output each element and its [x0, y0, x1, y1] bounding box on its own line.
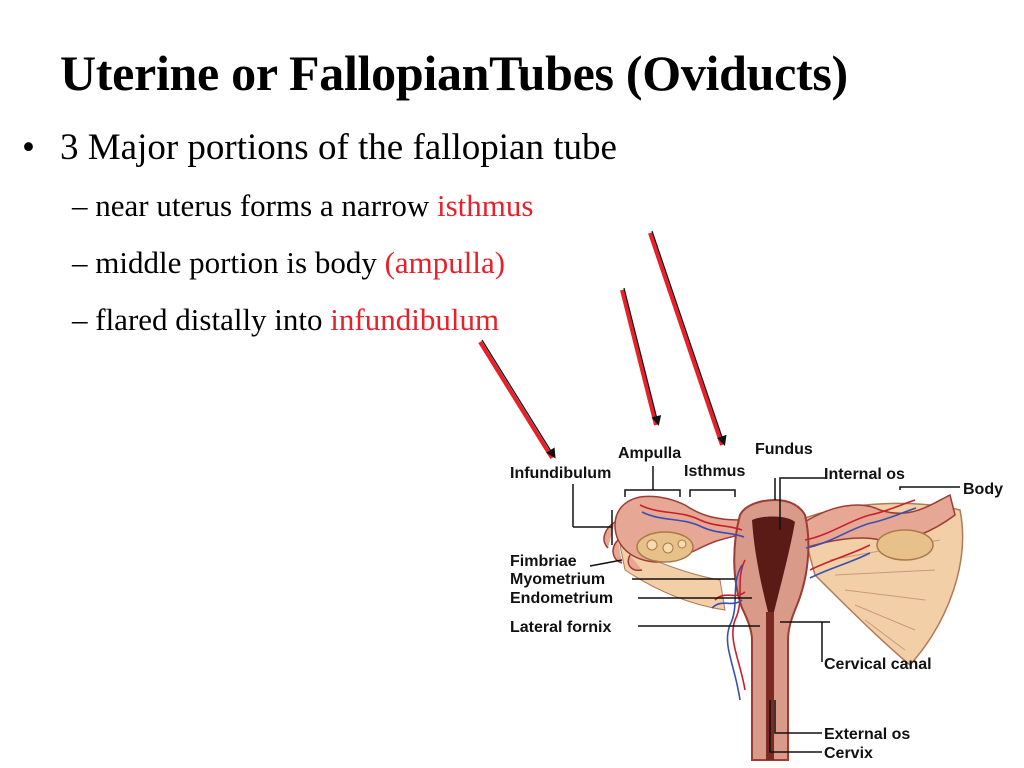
label-endometrium: Endometrium [510, 590, 613, 607]
label-fimbriae: Fimbriae [510, 553, 577, 570]
slide-title: Uterine or FallopianTubes (Oviducts) [60, 45, 848, 101]
label-cervix: Cervix [824, 745, 873, 762]
blood-vessels [639, 499, 917, 701]
label-body: Body [963, 481, 1003, 498]
sub-item-infundibulum: – flared distally into infundibulum [72, 302, 499, 338]
term-isthmus: isthmus [436, 188, 534, 223]
label-fundus: Fundus [755, 441, 813, 458]
uterine-cavity [752, 516, 795, 612]
main-bullet-text: 3 Major portions of the fallopian tube [60, 127, 617, 168]
label-ampulla: Ampulla [618, 445, 681, 462]
arrow-to-isthmus [648, 232, 724, 446]
red-pointer-arrows [478, 232, 724, 460]
label-lateral-fornix: Lateral fornix [510, 619, 611, 636]
label-infundibulum: Infundibulum [510, 465, 611, 482]
red-arrow-outlines [481, 230, 727, 459]
main-bullet: • 3 Major portions of the fallopian tube [22, 126, 617, 169]
term-infundibulum: infundibulum [330, 302, 500, 337]
label-isthmus: Isthmus [684, 463, 745, 480]
arrow-to-infundibulum [478, 340, 554, 460]
label-cervical-canal: Cervical canal [824, 656, 932, 673]
sub-item-text: – middle portion is body [72, 245, 385, 280]
sub-item-text: – flared distally into [72, 302, 331, 337]
sub-item-ampulla: – middle portion is body (ampulla) [72, 245, 505, 281]
term-ampulla: (ampulla) [384, 245, 506, 280]
sub-item-isthmus: – near uterus forms a narrow isthmus [72, 188, 533, 224]
label-internal-os: Internal os [824, 466, 905, 483]
ovary-right [876, 529, 934, 561]
leader-lines [572, 466, 960, 753]
label-external-os: External os [824, 726, 910, 743]
label-myometrium: Myometrium [510, 571, 605, 588]
cervical-canal-drawing [766, 612, 774, 760]
sub-item-text: – near uterus forms a narrow [72, 188, 437, 223]
bullet-marker: • [22, 127, 35, 168]
arrow-to-ampulla [620, 289, 658, 426]
